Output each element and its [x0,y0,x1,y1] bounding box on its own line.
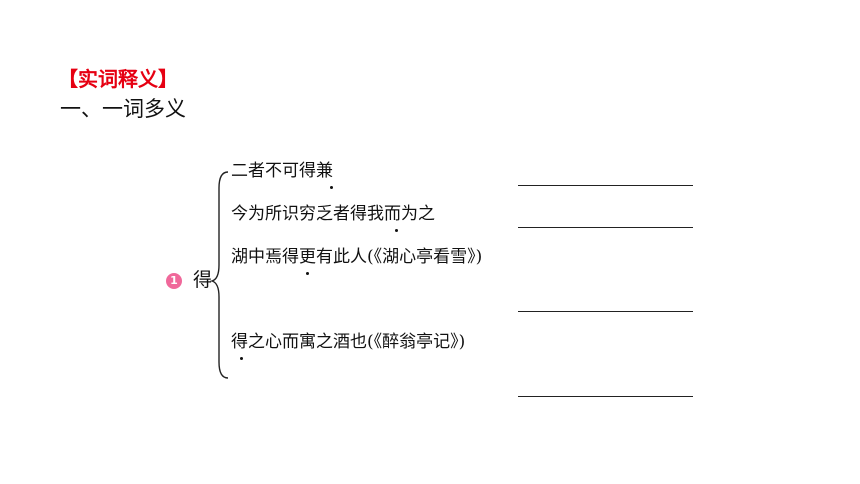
emphasis-dot [306,272,309,275]
answer-blank-4[interactable] [518,396,693,397]
answer-blank-1[interactable] [518,185,693,186]
emphasis-dot [395,229,398,232]
subsection-title: 一、一词多义 [60,97,186,121]
example-sentence-2: 今为所识穷乏者得我而为之 [231,204,435,224]
headword: 得 [193,269,213,291]
item-number-badge: 1 [166,273,182,289]
answer-blank-2[interactable] [518,227,693,228]
section-heading: 【实词释义】 [58,67,178,91]
example-sentence-1: 二者不可得兼 [231,161,333,181]
emphasis-dot [240,357,243,360]
example-sentence-4: 得之心而寓之酒也(《醉翁亭记》) [231,332,466,352]
emphasis-dot [330,186,333,189]
brace-icon [210,171,229,379]
example-sentence-3: 湖中焉得更有此人(《湖心亭看雪》) [231,247,483,267]
answer-blank-3[interactable] [518,311,693,312]
